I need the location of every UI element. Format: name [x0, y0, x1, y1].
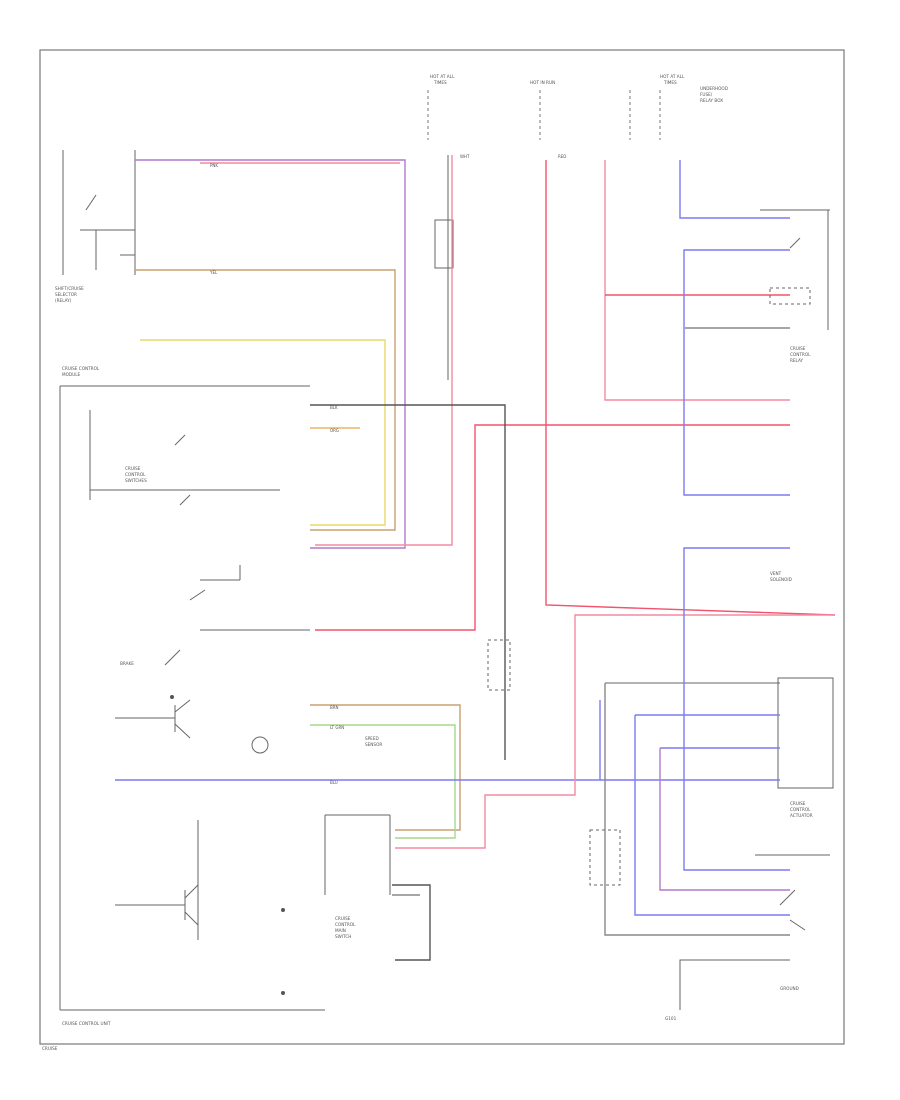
- wire-brown: [310, 704, 461, 831]
- wire-red-long: [315, 424, 790, 631]
- diagram-frame: [39, 49, 845, 1045]
- fuse-1-column: WHT: [434, 154, 470, 380]
- footer-label: CRUISE: [42, 1046, 58, 1051]
- right-solenoid-line-2: SOLENOID: [770, 577, 792, 582]
- wire-gray-lower: [604, 683, 790, 936]
- top-fuse-labels: HOT AT ALL TIMES HOT IN RUN HOT AT ALL T…: [427, 74, 728, 140]
- ground-dot-1: [281, 991, 285, 995]
- wire-label-blu: BLU: [330, 780, 338, 785]
- wire-red-fuse2: [545, 160, 836, 616]
- top-fuse-3-line-1: HOT AT ALL: [660, 74, 685, 79]
- right-actuator-line-2: CONTROL: [790, 807, 811, 812]
- wire-label-yel: YEL: [209, 270, 218, 275]
- wire-label-blk: BLK: [330, 405, 338, 410]
- top-right-component-line-1: UNDERHOOD: [700, 86, 728, 91]
- ground-dot-2: [281, 908, 285, 912]
- left-module-line-2: MODULE: [62, 372, 81, 377]
- right-relay-line-2: CONTROL: [790, 352, 811, 357]
- wire-violet-top: [135, 159, 406, 549]
- right-relay-line-1: CRUISE: [790, 346, 806, 351]
- main-switch-box: CRUISE CONTROL MAIN SWITCH: [324, 814, 391, 939]
- lower-center-2-line-1: SPEED: [365, 736, 379, 741]
- bottom-left-label: CRUISE CONTROL UNIT: [62, 1021, 111, 1026]
- wire-blue-long: [115, 700, 601, 781]
- wire-label-lt-grn: LT GRN: [330, 725, 344, 730]
- ground-label: G101: [665, 1016, 677, 1021]
- wire-red-fuse3: [604, 160, 790, 401]
- wire-tan-top: [135, 269, 396, 531]
- right-actuator-line-3: ACTUATOR: [790, 813, 813, 818]
- top-fuse-3-line-2: TIMES: [663, 80, 677, 85]
- top-right-component-line-3: RELAY BOX: [700, 98, 723, 103]
- left-switch-group: CRUISE CONTROL SWITCHES: [89, 410, 280, 506]
- wire-green: [310, 724, 456, 839]
- top-left-component-label-2: SELECTOR: [55, 292, 77, 297]
- wire-yellow-upper: [140, 339, 386, 526]
- right-lower-dashed: [589, 829, 621, 886]
- main-switch-line-3: MAIN: [335, 928, 346, 933]
- main-switch-line-1: CRUISE: [335, 916, 351, 921]
- left-switch-line-2: CONTROL: [125, 472, 146, 477]
- bottom-right-label: GROUND: [780, 986, 799, 991]
- top-fuse-2-line-1: HOT IN RUN: [530, 80, 555, 85]
- fuse-1-wire-label: WHT: [460, 154, 470, 159]
- wire-blue-3: [683, 547, 790, 871]
- wire-blue-1: [679, 160, 790, 219]
- wire-ground: [679, 959, 790, 1010]
- transistor-2: [115, 820, 199, 940]
- wire-label-pnk: PNK: [210, 163, 218, 168]
- main-switch-line-2: CONTROL: [335, 922, 356, 927]
- top-fuse-1-line-1: HOT AT ALL: [430, 74, 455, 79]
- right-relay: CRUISE CONTROL RELAY: [760, 209, 830, 363]
- wire-black-mid: [310, 404, 506, 760]
- left-switch-line-1: CRUISE: [125, 466, 141, 471]
- top-left-switch: SHIFT/CRUISE SELECTOR (RELAY): [55, 150, 136, 303]
- transistor-1: [115, 699, 191, 739]
- top-right-component-line-2: FUSE/: [700, 92, 713, 97]
- top-left-component-label-3: (RELAY): [55, 298, 72, 303]
- fuse-2-wire-label: RED: [558, 154, 566, 159]
- wire-black-lower: [392, 884, 431, 961]
- right-relay-line-3: RELAY: [790, 358, 804, 363]
- wire-label-org: ORG: [330, 428, 339, 433]
- wire-pink-fuse1: [315, 155, 453, 546]
- brake-switch-label: BRAKE: [120, 661, 134, 666]
- left-module-line-1: CRUISE CONTROL: [62, 366, 100, 371]
- wire-blue-2: [683, 249, 790, 496]
- wire-label-brn: BRN: [330, 705, 339, 710]
- ground-dot-3: [170, 695, 174, 699]
- brake-switch-group: BRAKE: [120, 565, 310, 666]
- right-actuator-line-1: CRUISE: [790, 801, 806, 806]
- top-fuse-1-line-2: TIMES: [433, 80, 447, 85]
- top-left-component-label-1: SHIFT/CRUISE: [55, 286, 84, 291]
- left-switch-line-3: SWITCHES: [125, 478, 147, 483]
- wire-blue-4: [634, 715, 790, 916]
- right-solenoid-line-1: VENT: [770, 571, 782, 576]
- main-switch-line-4: SWITCH: [335, 934, 351, 939]
- lower-center-2-line-2: SENSOR: [365, 742, 382, 747]
- speed-sensor-coil: [251, 736, 269, 754]
- wire-violet-lower: [659, 748, 790, 891]
- right-actuator: CRUISE CONTROL ACTUATOR: [600, 677, 834, 818]
- center-dashed-component: [487, 639, 511, 691]
- wire-pink-lower: [395, 614, 835, 849]
- right-solenoid: VENT SOLENOID: [755, 571, 830, 931]
